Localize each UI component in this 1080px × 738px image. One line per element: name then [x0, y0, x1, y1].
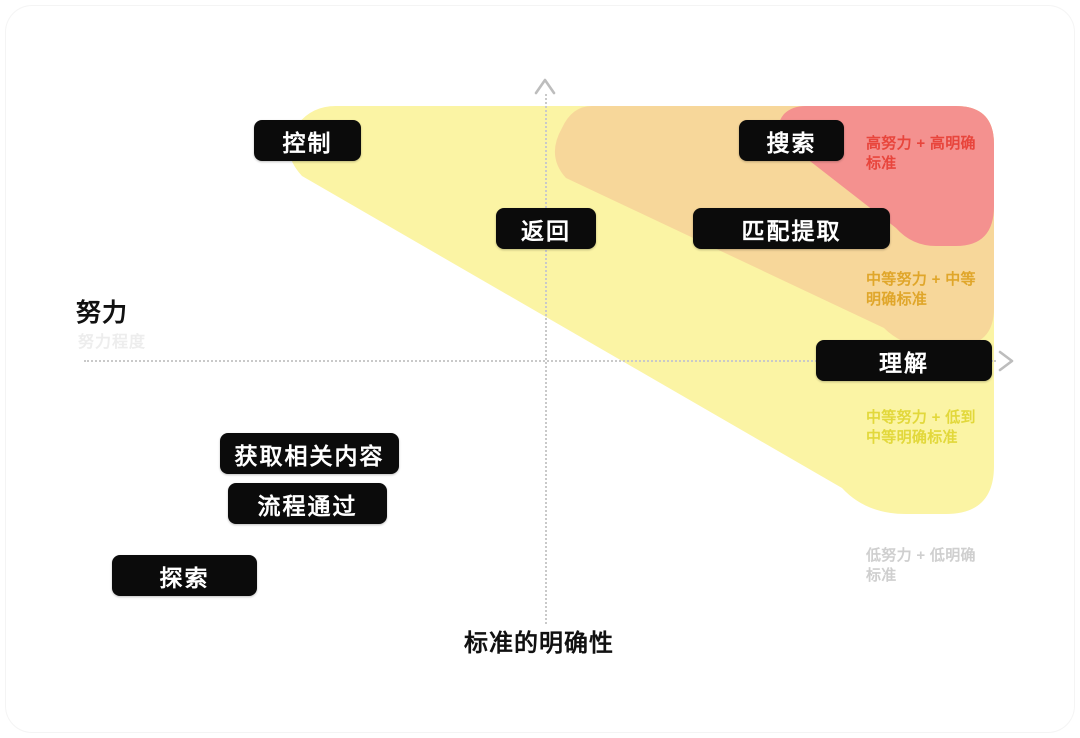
node-chip-fanhui[interactable]: 返回	[496, 208, 596, 249]
node-chip-tansuo[interactable]: 探索	[112, 555, 257, 596]
chevron-up-icon	[533, 76, 557, 96]
x-axis-line	[84, 360, 996, 362]
y-axis-line	[545, 94, 547, 624]
node-chip-kongzhi[interactable]: 控制	[254, 120, 361, 161]
y-axis-title-ghost: 努力程度	[78, 334, 147, 351]
node-chip-sousuo[interactable]: 搜索	[739, 120, 844, 161]
node-chip-pipeitiqu[interactable]: 匹配提取	[693, 208, 890, 249]
page-card: 努力 努力程度 标准的明确性 高努力 + 高明确 标准 中等努力 + 中等 明确…	[6, 6, 1074, 732]
y-axis-title: 努力	[76, 299, 129, 327]
zone-label-high: 高努力 + 高明确 标准	[866, 135, 976, 173]
node-chip-liuchengtongguo[interactable]: 流程通过	[228, 483, 387, 524]
zone-label-mid: 中等努力 + 中等 明确标准	[866, 271, 976, 309]
node-chip-lijie[interactable]: 理解	[816, 340, 992, 381]
x-axis-title: 标准的明确性	[464, 630, 614, 657]
zone-label-none: 低努力 + 低明确 标准	[866, 547, 976, 585]
node-chip-huoquxiangguanneirong[interactable]: 获取相关内容	[220, 433, 399, 474]
chevron-right-icon	[996, 349, 1016, 373]
zone-label-low: 中等努力 + 低到 中等明确标准	[866, 409, 976, 447]
